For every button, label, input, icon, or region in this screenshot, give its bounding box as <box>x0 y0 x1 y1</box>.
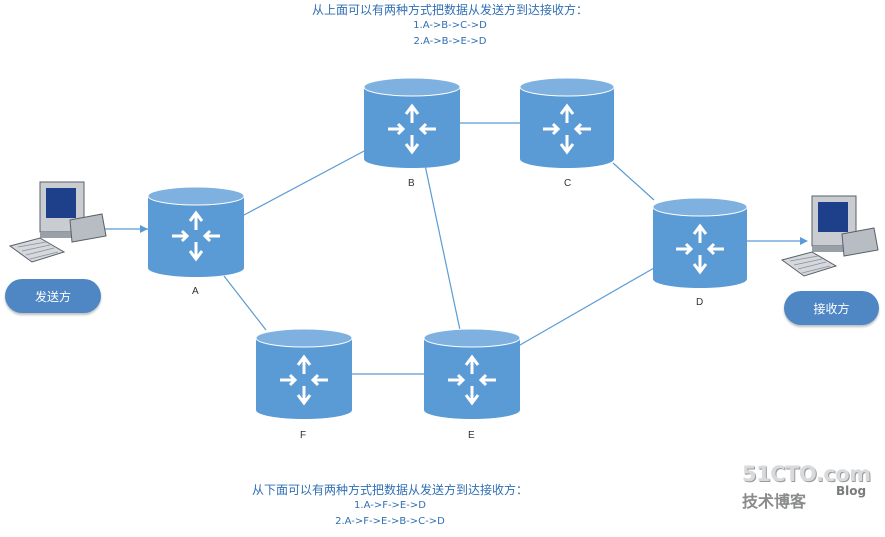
router-d <box>652 197 748 288</box>
receiver-label: 接收方 <box>784 291 879 325</box>
router-a <box>147 186 245 277</box>
bottom-note-path-1: 1.A->F->E->D <box>354 500 426 511</box>
node-label-b: B <box>408 178 415 189</box>
router-f <box>255 328 353 419</box>
top-note: 从上面可以有两种方式把数据从发送方到达接收方： 1.A->B->C->D 2.A… <box>270 2 630 50</box>
top-note-path-2: 2.A->B->E->D <box>413 36 487 47</box>
link-c-d <box>612 162 655 201</box>
top-note-heading: 从上面可以有两种方式把数据从发送方到达接收方： <box>311 3 588 17</box>
router-e <box>423 328 521 419</box>
node-label-a: A <box>192 286 199 297</box>
router-b <box>363 77 461 168</box>
node-label-c: C <box>564 178 572 189</box>
bottom-note-heading: 从下面可以有两种方式把数据从发送方到达接收方： <box>251 483 528 497</box>
link-e-d <box>519 267 655 346</box>
links <box>102 122 800 375</box>
top-note-path-1: 1.A->B->C->D <box>413 20 487 31</box>
node-label-e: E <box>468 430 475 441</box>
watermark-logo: 51CTO.com 技术博客 Blog <box>742 462 872 522</box>
link-b-e <box>424 164 461 331</box>
watermark-sub: 技术博客 <box>742 492 807 511</box>
link-a-b <box>243 149 367 216</box>
arrowhead-to-receiver <box>800 237 808 245</box>
arrowhead-to-a <box>140 225 148 233</box>
receiver-computer-icon <box>780 195 879 277</box>
sender-label: 发送方 <box>5 279 101 313</box>
watermark-blog: Blog <box>836 484 867 498</box>
link-a-f <box>223 275 267 331</box>
bottom-note-path-2: 2.A->F->E->B->C->D <box>335 516 445 527</box>
node-label-f: F <box>300 430 307 441</box>
bottom-note: 从下面可以有两种方式把数据从发送方到达接收方： 1.A->F->E->D 2.A… <box>210 482 570 530</box>
node-label-d: D <box>696 297 704 308</box>
sender-computer-icon <box>8 181 107 263</box>
router-c <box>519 77 615 168</box>
watermark-brand: 51CTO.com <box>742 462 871 486</box>
